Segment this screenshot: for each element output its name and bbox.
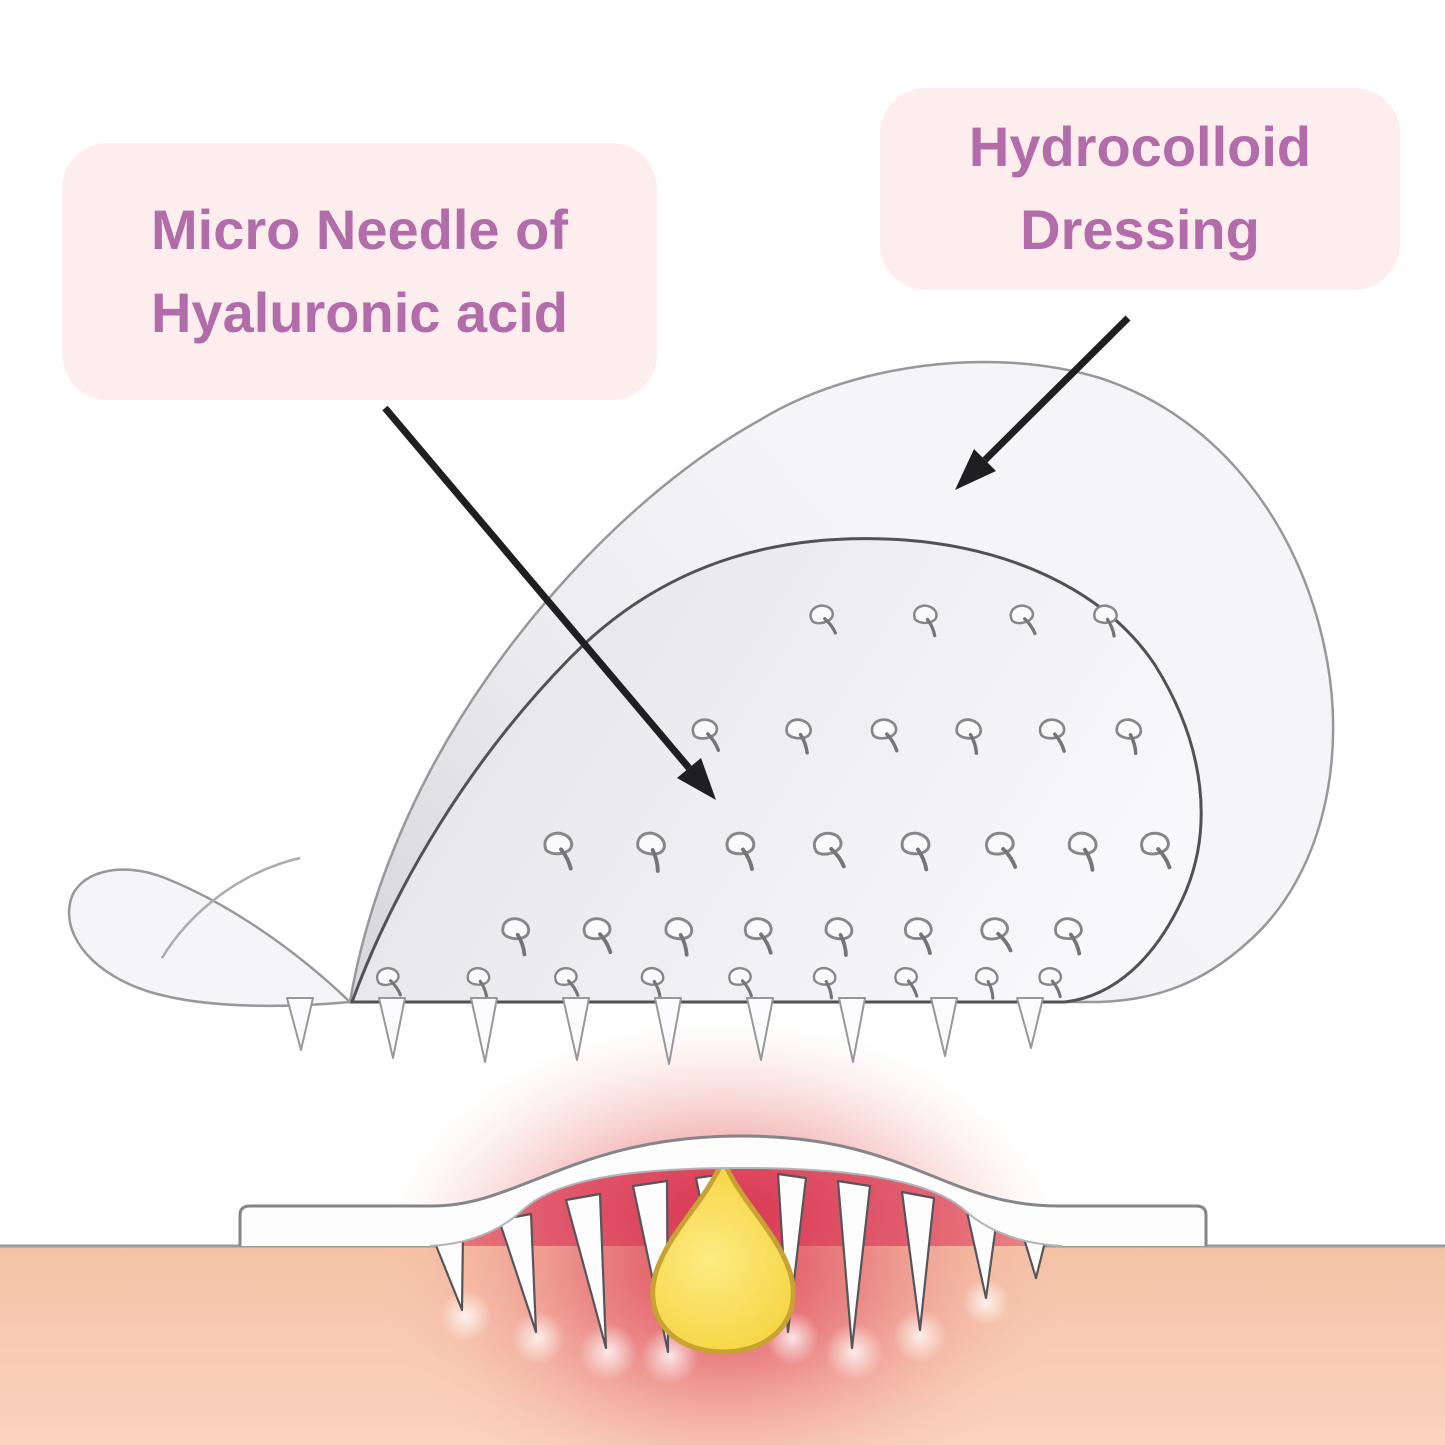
needle-cone <box>746 997 774 1061</box>
needle-cone <box>562 997 590 1061</box>
callout-micro-needle-line1: Micro Needle of <box>151 197 568 261</box>
arrowhead-icon <box>955 449 996 490</box>
dressing-arrow <box>955 315 1131 490</box>
tail-curl-line <box>160 856 301 959</box>
glow <box>962 1278 1010 1326</box>
needle-cone <box>378 997 406 1059</box>
callout-hydrocolloid-line1: Hydrocolloid <box>968 115 1312 179</box>
callout-micro-needle-line2: Hyaluronic acid <box>150 280 569 344</box>
needle-tip-glows <box>440 1278 1010 1385</box>
annotation-arrows <box>382 315 1131 800</box>
needle-wedge <box>564 1192 608 1350</box>
callout-micro-needle: Micro Needle of Hyaluronic acid <box>62 143 657 400</box>
needle-cone <box>654 997 682 1065</box>
micro-needle-bed <box>349 537 1203 1004</box>
penetrating-needles <box>431 1172 1048 1354</box>
arrow-shaft <box>982 315 1131 463</box>
glow <box>440 1290 492 1342</box>
sebum-drop <box>650 1153 796 1355</box>
needle-cone <box>838 997 866 1063</box>
micro-needle-arrow <box>382 405 716 800</box>
glow <box>579 1323 637 1381</box>
glow <box>511 1311 565 1365</box>
glow <box>825 1323 883 1381</box>
arrow-shaft <box>382 405 692 771</box>
arrowhead-icon <box>677 758 716 800</box>
skin-cross-section <box>0 1018 1445 1445</box>
callout-hydrocolloid: Hydrocolloid Dressing <box>880 88 1400 290</box>
patch-tail-curl <box>67 868 353 1008</box>
needle-cone <box>1016 997 1044 1049</box>
glow <box>893 1309 947 1363</box>
bandage-cross-section <box>240 1136 1206 1246</box>
needle-wedge <box>900 1190 936 1332</box>
bandage-under-edge <box>429 1166 1063 1247</box>
needle-cone <box>930 997 958 1057</box>
needle-cone <box>286 997 314 1051</box>
hydrocolloid-patch <box>67 360 1335 1065</box>
needle-wedge <box>836 1179 872 1350</box>
callout-hydrocolloid-line2: Dressing <box>1020 198 1260 261</box>
bandage-top-edge <box>238 1134 1208 1246</box>
needle-cone <box>470 997 498 1063</box>
bottom-needle-cones <box>286 997 1044 1065</box>
